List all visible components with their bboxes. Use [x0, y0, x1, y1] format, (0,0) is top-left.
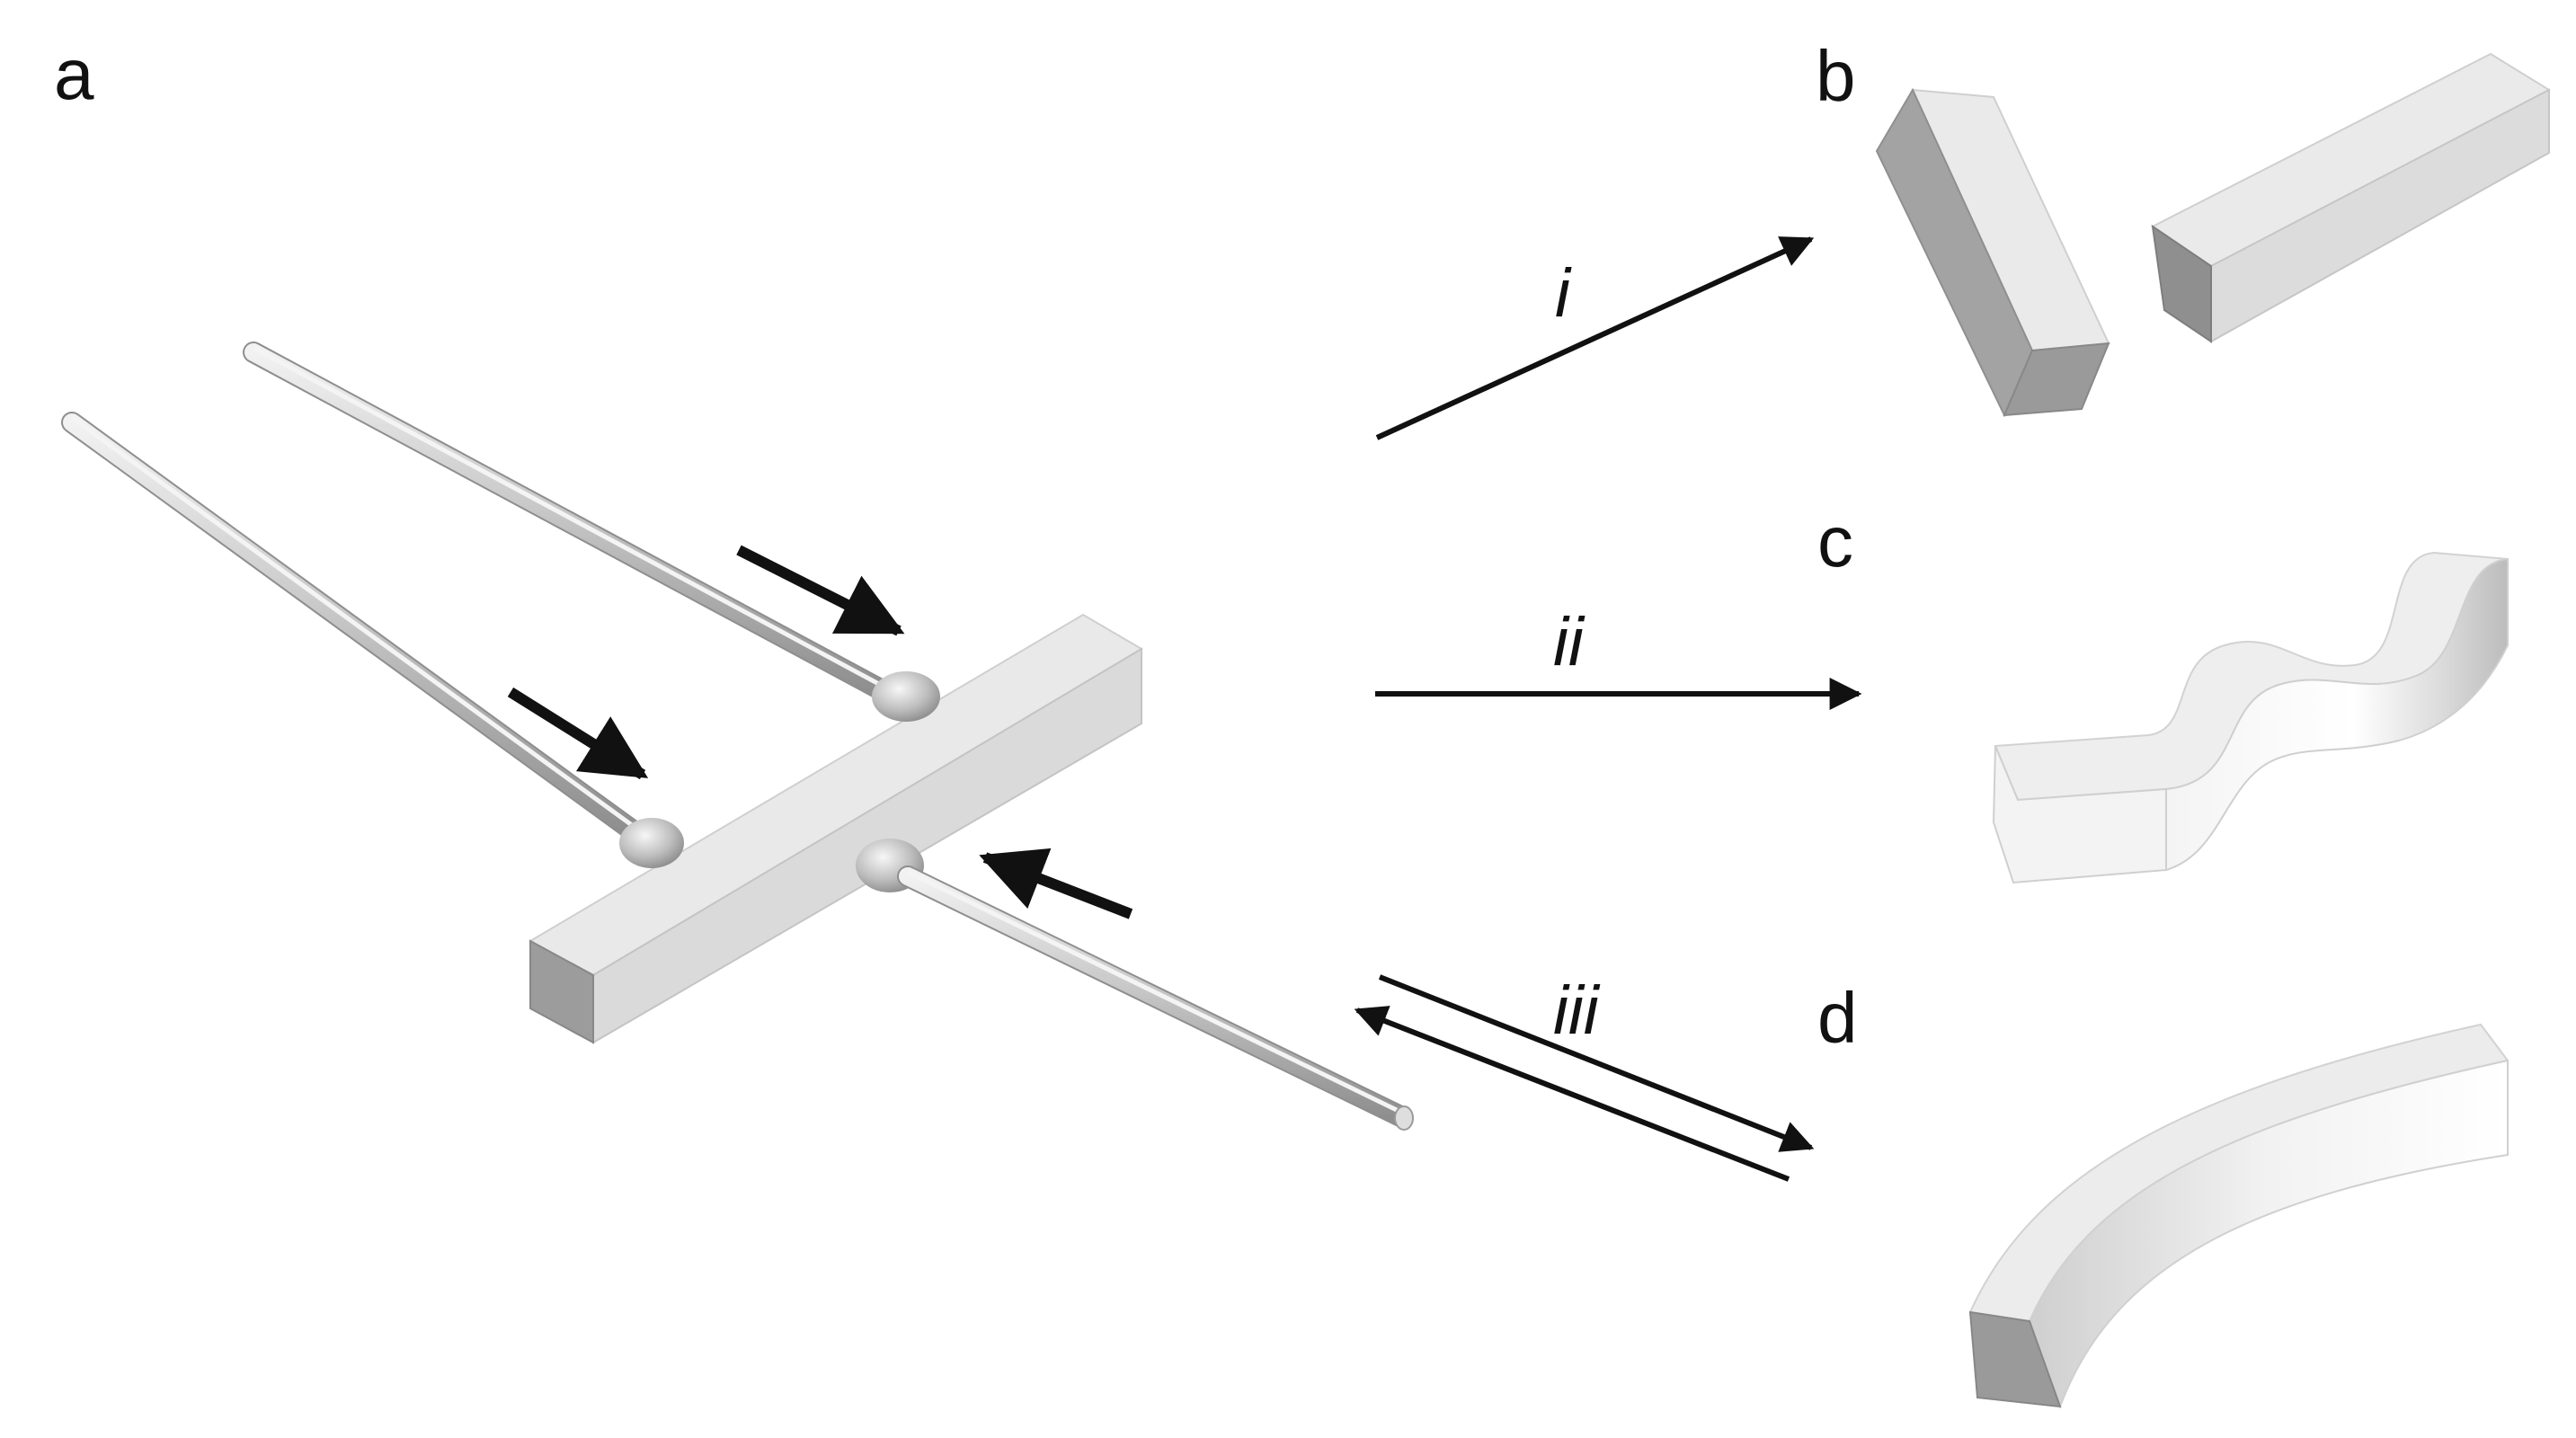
panel-b-fractured-bar	[1875, 52, 2552, 418]
step-iii-arrows	[1354, 974, 1815, 1182]
panel-label-d: d	[1817, 978, 1858, 1058]
curved-end-face	[1968, 1310, 2062, 1408]
force-arrow-back-left	[507, 687, 649, 780]
buckled-end-face	[1992, 745, 2167, 884]
step-i-arrow	[1375, 236, 1815, 440]
rod-back-left	[61, 412, 644, 842]
panel-c-buckled-bar	[1992, 551, 2509, 884]
rod-front	[897, 865, 1414, 1131]
panel-label-b: b	[1816, 36, 1856, 116]
panel-a-apparatus	[61, 342, 1414, 1131]
panel-label-a: a	[54, 34, 94, 114]
buckled-side-face	[2165, 557, 2509, 872]
curved-side-face	[2028, 1059, 2509, 1409]
step-label-ii: ii	[1553, 604, 1586, 680]
bar-end-face	[529, 939, 594, 1044]
panel-d-curved-bar	[1968, 1023, 2509, 1409]
step-label-i: i	[1555, 255, 1572, 332]
rod-joint-left	[619, 818, 684, 868]
rod-back-right	[243, 342, 896, 703]
step-label-iii: iii	[1553, 972, 1601, 1049]
rod-joint-right	[872, 671, 940, 722]
force-arrow-back-right	[736, 545, 905, 636]
fracture-piece-right	[2151, 52, 2552, 343]
panel-label-c: c	[1817, 502, 1853, 581]
force-arrow-front	[979, 848, 1133, 919]
fracture-piece-left	[1875, 87, 2110, 418]
